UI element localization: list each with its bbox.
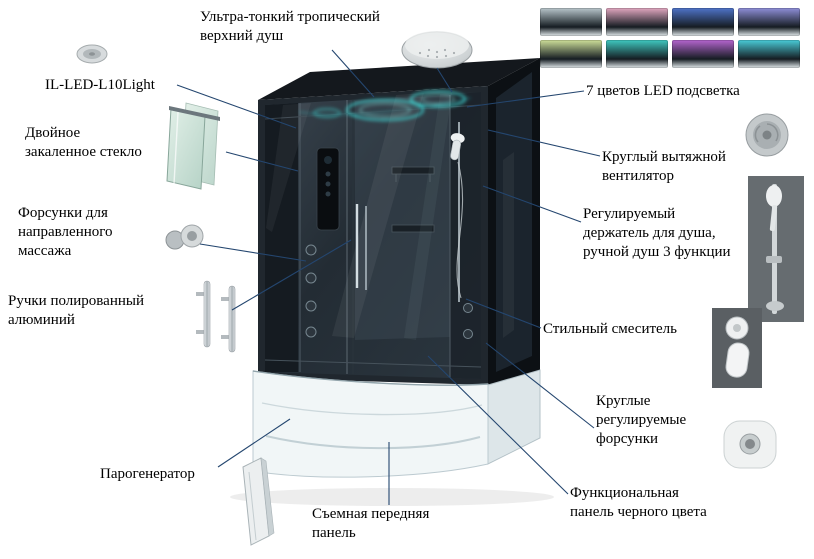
floor-shadow: [230, 488, 554, 506]
led-swatch-violet: [738, 8, 800, 36]
label-handles: Ручки полированный алюминий: [8, 293, 144, 329]
label-round-nozzles: Круглые регулируемые форсунки: [596, 393, 687, 448]
hand-shower-column-image: [748, 176, 804, 322]
led-swatch-grid: [540, 8, 800, 68]
label-overhead-shower: Ультра-тонкий тропический верхний душ: [200, 9, 380, 45]
label-shower-holder: Регулируемый держатель для душа, ручной …: [583, 206, 731, 261]
led-downlight-image: [76, 44, 108, 64]
callout-lines: [176, 49, 601, 505]
exhaust-fan-image: [745, 113, 789, 157]
glass-panel-image: [166, 102, 220, 190]
led-swatch-blue: [672, 8, 734, 36]
led-swatch-pink: [606, 8, 668, 36]
handle-bars-image: [196, 280, 236, 353]
steam-generator-panel-image: [242, 457, 275, 546]
led-swatch-magenta: [672, 40, 734, 68]
led-swatch-green: [540, 40, 602, 68]
label-black-panel: Функциональная панель черного цвета: [570, 485, 707, 521]
led-swatch-white: [540, 8, 602, 36]
mixer-faucet-image: [712, 308, 762, 388]
label-tempered-glass: Двойное закаленное стекло: [25, 125, 142, 161]
label-massage-nozzles: Форсунки для направленного массажа: [18, 205, 113, 260]
label-exhaust-fan: Круглый вытяжной вентилятор: [602, 149, 726, 185]
label-front-panel: Съемная передняя панель: [312, 506, 430, 542]
led-swatch-cyan: [738, 40, 800, 68]
massage-nozzle-image: [165, 224, 204, 250]
cabin-illustration: [252, 58, 541, 478]
label-led-colors: 7 цветов LED подсветка: [586, 83, 740, 99]
round-nozzle-image: [723, 420, 777, 469]
label-led-light: IL-LED-L10Light: [45, 77, 155, 93]
label-steam-generator: Парогенератор: [100, 466, 195, 482]
led-swatch-teal: [606, 40, 668, 68]
label-mixer: Стильный смеситель: [543, 321, 678, 337]
